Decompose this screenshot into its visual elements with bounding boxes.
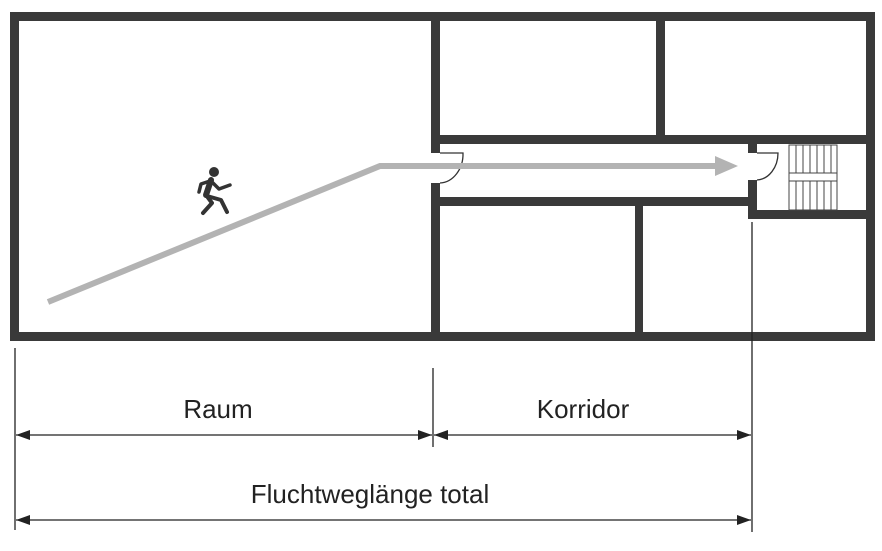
corridor-label: Korridor [537,394,630,424]
dimension-lines [14,222,753,532]
door-icon [439,152,779,184]
escape-route-arrow [46,156,738,305]
staircase-icon [788,144,838,211]
total-label: Fluchtweglänge total [251,479,489,509]
room-label: Raum [183,394,252,424]
running-person-icon [197,167,232,215]
walls [10,12,875,341]
